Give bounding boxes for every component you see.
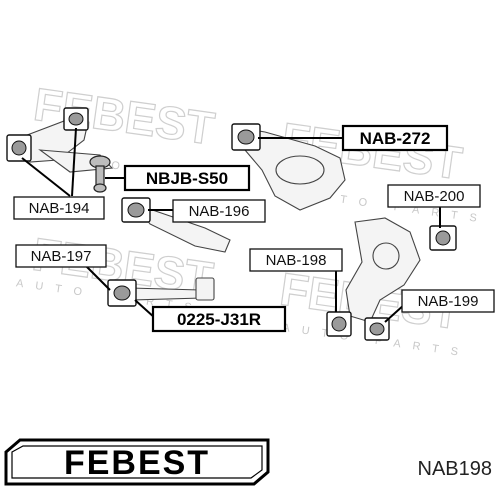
bushing-194a [6,134,32,162]
ball-joint [89,155,111,193]
svg-text:NAB-198: NAB-198 [266,252,327,269]
svg-text:0225-J31R: 0225-J31R [177,310,261,329]
svg-text:NAB-200: NAB-200 [404,188,465,205]
label-nab-194: NAB-194 [13,196,105,220]
svg-text:NAB-197: NAB-197 [31,248,92,265]
label-nab-197: NAB-197 [15,244,107,268]
bushing-194b [63,107,89,131]
svg-text:NBJB-S50: NBJB-S50 [146,169,228,188]
knuckle [345,217,421,323]
bushing-197 [107,279,137,307]
label-0225-j31r: 0225-J31R [151,305,287,333]
svg-text:NAB-272: NAB-272 [360,129,431,148]
label-nab-272: NAB-272 [341,124,449,152]
label-nab-198: NAB-198 [249,248,343,272]
svg-text:NAB-199: NAB-199 [418,293,479,310]
label-nab-199: NAB-199 [401,289,495,313]
svg-text:NAB-194: NAB-194 [29,200,90,217]
middle-arm [133,202,231,253]
svg-text:NAB-196: NAB-196 [189,203,250,220]
leader-lines [21,127,441,323]
label-nab-196: NAB-196 [172,199,266,223]
svg-text:FEBEST: FEBEST [64,444,210,482]
bushing-272 [231,123,261,151]
bushing-199 [364,317,390,341]
brand-logo: FEBEST [4,438,270,486]
bushing-200 [429,225,457,251]
upper-right-arm [239,127,346,211]
label-nbjb-s50: NBJB-S50 [123,164,251,192]
bushing-196 [121,197,151,223]
label-nab-200: NAB-200 [387,184,481,208]
part-code: NAB198 [418,458,493,480]
bushing-198 [326,311,352,337]
